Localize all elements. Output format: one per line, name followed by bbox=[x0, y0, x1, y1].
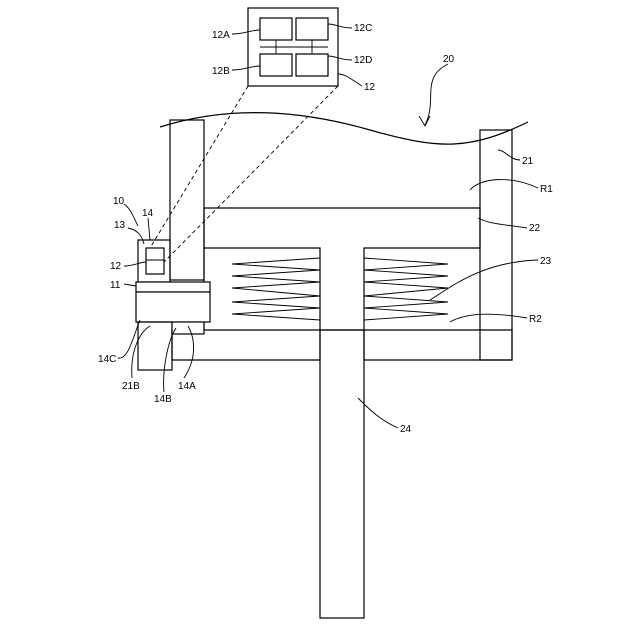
label-10: 10 bbox=[113, 196, 125, 207]
block-12A bbox=[260, 18, 292, 40]
label-21B: 21B bbox=[122, 381, 140, 392]
label-23: 23 bbox=[540, 256, 552, 267]
label-12A: 12A bbox=[212, 30, 230, 41]
sensor-inset-box bbox=[248, 8, 338, 86]
housing-21 bbox=[170, 120, 512, 360]
arrow-20 bbox=[425, 64, 448, 125]
label-12B: 12B bbox=[212, 66, 230, 77]
label-24: 24 bbox=[400, 424, 412, 435]
label-12-box: 12 bbox=[364, 82, 376, 93]
label-R1: R1 bbox=[540, 184, 553, 195]
label-14C: 14C bbox=[98, 354, 116, 365]
label-R2: R2 bbox=[529, 314, 542, 325]
label-22: 22 bbox=[529, 223, 541, 234]
housing-top-wavy-edge bbox=[160, 113, 528, 145]
block-12D bbox=[296, 54, 328, 76]
label-13: 13 bbox=[114, 220, 126, 231]
label-21: 21 bbox=[522, 156, 534, 167]
projection-line-left bbox=[150, 86, 248, 248]
label-14: 14 bbox=[142, 208, 154, 219]
sensor-unit-10 bbox=[136, 240, 210, 370]
spring-23 bbox=[232, 258, 448, 320]
label-14B: 14B bbox=[154, 394, 172, 405]
label-14A: 14A bbox=[178, 381, 196, 392]
block-12C bbox=[296, 18, 328, 40]
label-20: 20 bbox=[443, 54, 455, 65]
rod-24 bbox=[320, 330, 364, 618]
piston-22 bbox=[204, 208, 480, 330]
label-12: 12 bbox=[110, 261, 122, 272]
label-12C: 12C bbox=[354, 23, 372, 34]
label-11: 11 bbox=[110, 280, 121, 291]
block-12B bbox=[260, 54, 292, 76]
label-12D: 12D bbox=[354, 55, 372, 66]
